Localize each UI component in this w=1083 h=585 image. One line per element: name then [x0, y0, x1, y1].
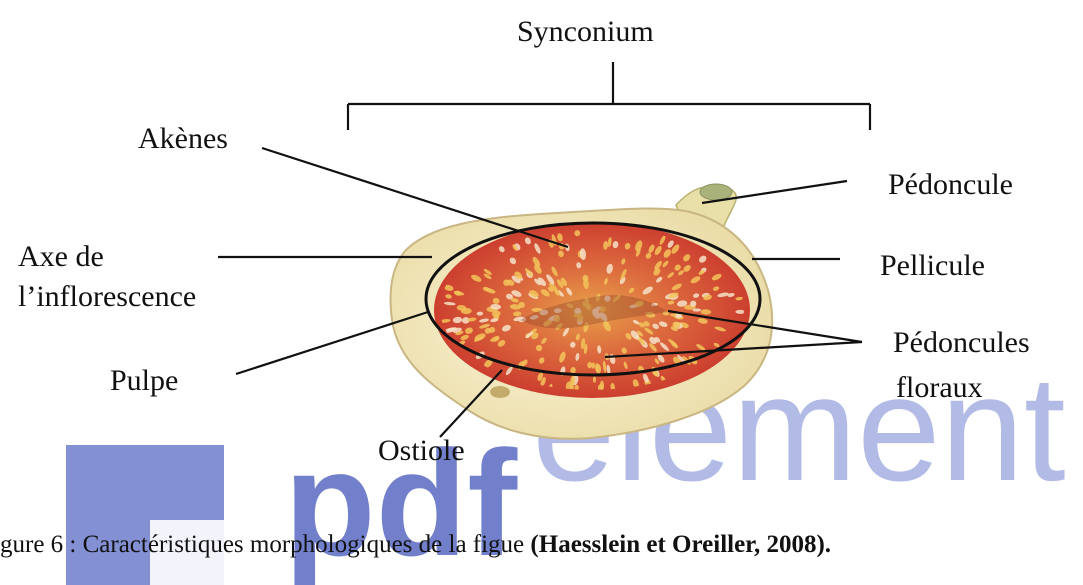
- label-pedoncules-floraux-line1: Pédoncules: [893, 326, 1030, 359]
- label-pedoncule: Pédoncule: [888, 168, 1013, 201]
- label-axe-line2: l’inflorescence: [18, 280, 196, 313]
- label-pellicule: Pellicule: [880, 249, 985, 282]
- caption-citation: (Haesslein et Oreiller, 2008).: [530, 531, 831, 558]
- label-pedoncules-floraux-line2: floraux: [896, 371, 983, 404]
- label-pulpe: Pulpe: [110, 364, 178, 397]
- label-synconium: Synconium: [517, 15, 654, 48]
- label-akenes: Akènes: [138, 122, 228, 155]
- synconium-bracket: [348, 62, 870, 130]
- ostiole-shape: [490, 386, 510, 398]
- label-ostiole: Ostiole: [378, 434, 465, 467]
- leader-akenes: [262, 148, 568, 247]
- figure-caption: gure 6 : Caractéristiques morphologiques…: [0, 531, 831, 558]
- label-axe-line1: Axe de: [18, 240, 104, 273]
- caption-text: gure 6 : Caractéristiques morphologiques…: [0, 531, 530, 558]
- stem-tip: [700, 184, 732, 200]
